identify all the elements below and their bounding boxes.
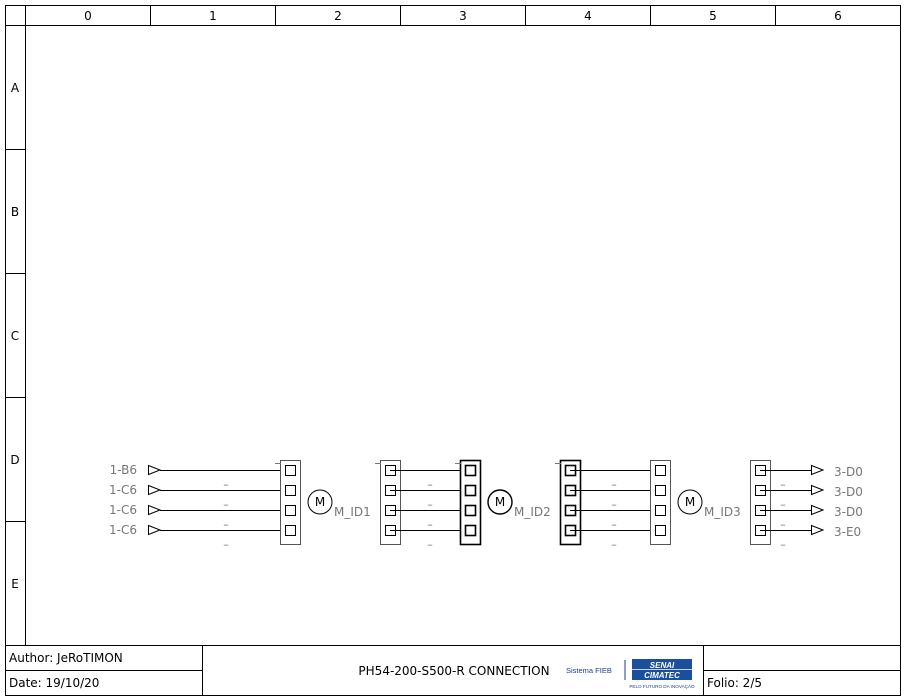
- logo-system-text: Sistema FIEB: [566, 666, 612, 675]
- row-label: E: [11, 577, 19, 591]
- row-label: A: [11, 81, 20, 95]
- folio-label: Folio: 2/5: [707, 676, 762, 690]
- motor-symbol: M: [315, 495, 325, 509]
- column-label: 1: [209, 9, 217, 23]
- signal-out-label: 3-D0: [834, 485, 863, 499]
- motor-icon: [307, 489, 333, 515]
- signal-in-arrow-icon: [148, 504, 162, 516]
- signal-in-label: 1-B6: [110, 463, 137, 477]
- column-label: 2: [334, 9, 342, 23]
- signal-out-arrow-icon: [811, 524, 825, 536]
- column-label: 0: [84, 9, 92, 23]
- wire-marker: –: [780, 498, 786, 511]
- wire-marker: –: [611, 538, 617, 551]
- signal-out-label: 3-D0: [834, 465, 863, 479]
- motor-icon: [677, 489, 703, 515]
- title-block: Author: JeRoTIMON Date: 19/10/20 PH54-20…: [5, 645, 901, 696]
- signal-out-arrow-icon: [811, 484, 825, 496]
- drawing-title: PH54-200-S500-R CONNECTION: [358, 664, 549, 678]
- wire-marker: –: [611, 478, 617, 491]
- schematic: 1-B6 1-C6 1-C6 1-C6 M: [109, 459, 863, 551]
- row-label: C: [11, 329, 19, 343]
- row-label: D: [10, 453, 19, 467]
- signal-in-label: 1-C6: [109, 503, 137, 517]
- sheet-frame: [5, 5, 901, 696]
- output-signals: 3-D0 3-D0 3-D0 3-E0: [811, 464, 863, 539]
- motor-label: M_ID1: [334, 505, 371, 519]
- motor-label: M_ID2: [514, 505, 551, 519]
- connector-block: [275, 460, 301, 545]
- wire-marker: –: [611, 498, 617, 511]
- motor-symbol: M: [495, 495, 505, 509]
- connector-block: [750, 460, 771, 545]
- wire-markers: – – – – – – – – – – – – – – – –: [223, 478, 786, 551]
- signal-out-label: 3-D0: [834, 505, 863, 519]
- motor-M_ID3: M M_ID3: [677, 489, 741, 519]
- connector-block: [650, 460, 671, 545]
- wires-group-3: [570, 470, 660, 531]
- column-label: 6: [834, 9, 842, 23]
- wire-marker: –: [780, 538, 786, 551]
- signal-out-arrow-icon: [811, 504, 825, 516]
- date-label: Date: 19/10/20: [9, 676, 99, 690]
- signal-in-arrow-icon: [148, 464, 162, 476]
- connector-block: [375, 460, 401, 545]
- row-label: B: [11, 205, 19, 219]
- wire-marker: –: [223, 498, 229, 511]
- logo-cimatec-text: CIMATEC: [644, 671, 680, 680]
- author-label: Author: JeRoTIMON: [9, 651, 123, 665]
- wires-group-4: [760, 470, 812, 531]
- wires-group-1: [160, 470, 290, 531]
- column-label: 4: [584, 9, 592, 23]
- row-labels: A B C D E: [10, 81, 20, 591]
- wire-marker: –: [223, 478, 229, 491]
- signal-in-arrow-icon: [148, 484, 162, 496]
- motor-M_ID1: M M_ID1: [307, 489, 371, 519]
- wire-marker: –: [427, 538, 433, 551]
- signal-out-label: 3-E0: [834, 525, 861, 539]
- column-dividers: [150, 5, 776, 26]
- signal-in-arrow-icon: [148, 524, 162, 536]
- wire-marker: –: [223, 518, 229, 531]
- wire-marker: –: [780, 478, 786, 491]
- logo-senai-text: SENAI: [650, 661, 675, 670]
- wire-marker: –: [427, 498, 433, 511]
- wire-marker: –: [223, 538, 229, 551]
- signal-out-arrow-icon: [811, 464, 825, 476]
- motor-icon: [487, 489, 513, 515]
- column-labels: 0 1 2 3 4 5 6: [84, 9, 842, 23]
- motor-M_ID2: M M_ID2: [487, 489, 551, 519]
- wire-marker: –: [780, 518, 786, 531]
- logo-tagline-text: PELO FUTURO DA INOVAÇÃO: [629, 683, 695, 689]
- input-signals: 1-B6 1-C6 1-C6 1-C6: [109, 463, 162, 537]
- connector-block-bold: [455, 459, 482, 546]
- motor-label: M_ID3: [704, 505, 741, 519]
- signal-in-label: 1-C6: [109, 523, 137, 537]
- column-label: 3: [459, 9, 467, 23]
- wire-marker: –: [427, 518, 433, 531]
- row-dividers: [5, 149, 26, 522]
- signal-in-label: 1-C6: [109, 483, 137, 497]
- connector-block-bold: [555, 459, 582, 546]
- wire-marker: –: [427, 478, 433, 491]
- wire-marker: –: [611, 518, 617, 531]
- column-label: 5: [709, 9, 717, 23]
- senai-cimatec-logo: Sistema FIEB SENAI CIMATEC PELO FUTURO D…: [566, 659, 695, 689]
- motor-symbol: M: [685, 495, 695, 509]
- wires-group-2: [390, 470, 470, 531]
